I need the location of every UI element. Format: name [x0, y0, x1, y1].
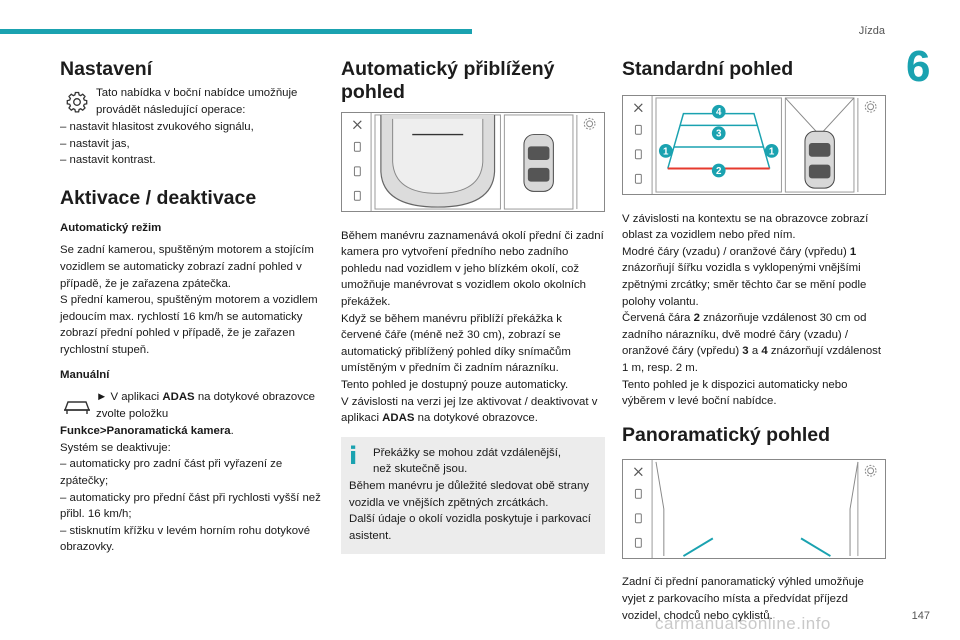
- standard-p3g: znázorňují vzdálenost 1 m, resp. 2 m.: [622, 345, 882, 374]
- close-icon: [634, 467, 643, 476]
- zoom-adas: ADAS: [382, 412, 415, 425]
- label-3: 3: [716, 129, 722, 140]
- info-text: Další údaje o okolí vozidla poskytuje i …: [349, 513, 591, 542]
- manual-adas: ADAS: [162, 391, 195, 404]
- zoom-body: Během manévru zaznamenává okolí přední č…: [341, 229, 604, 308]
- standard-p3d: 3: [742, 345, 749, 358]
- standard-p4: Tento pohled je k dispozici automaticky …: [622, 378, 848, 408]
- deactivation-item: – automaticky pro zadní část při vyřazen…: [60, 458, 283, 487]
- panoramic-text: Zadní či přední panoramatický výhled umo…: [622, 576, 864, 622]
- zoom-body: V závislosti na verzi jej lze aktivovat …: [341, 395, 598, 425]
- label-2: 2: [716, 166, 722, 177]
- standard-p2b: 1: [849, 245, 857, 258]
- zoom-body-end: na dotykové obrazovce.: [417, 412, 538, 425]
- zoom-view-screen: [341, 112, 605, 212]
- zoom-body: Tento pohled je dostupný pouze automatic…: [341, 378, 569, 391]
- auto-mode-heading: Automatický režim: [60, 221, 162, 234]
- car-top-view: [804, 130, 835, 189]
- label-1-left: 1: [663, 146, 669, 157]
- deactivation-intro: Systém se deaktivuje:: [60, 441, 171, 454]
- manual-post: na dotykové obrazovce zvolte položku: [96, 391, 315, 420]
- chapter-tab: [890, 38, 960, 94]
- auto-mode-text: Se zadní kamerou, spuštěným motorem a st…: [60, 244, 314, 290]
- standard-p3a: Červená čára: [622, 312, 691, 325]
- car-top-view: [523, 134, 554, 192]
- standard-p2c: znázorňují šířku vozidla s vyklopenými v…: [622, 262, 867, 308]
- header-accent-bar: [0, 29, 472, 34]
- manual-path-end: .: [230, 425, 234, 438]
- chapter-number: 6: [906, 42, 931, 91]
- settings-title: Nastavení: [60, 58, 153, 80]
- info-icon: i: [349, 441, 358, 470]
- label-1-right: 1: [769, 146, 775, 157]
- column-standard-view: Standardní pohled 4 3 1 1 2 V závislosti…: [622, 58, 886, 624]
- info-line1: Překážky se mohou zdát vzdálenější,: [373, 446, 562, 459]
- standard-view-title: Standardní pohled: [622, 58, 794, 80]
- settings-intro-line2: provádět následující operace:: [96, 103, 246, 116]
- column-zoom-view: Automatický přiblížený pohled Během mané…: [341, 58, 605, 555]
- standard-p3b: 2: [693, 312, 700, 325]
- watermark: carmanualsonline.info: [655, 614, 831, 633]
- manual-path: Funkce>Panoramatická kamera: [60, 425, 231, 438]
- deactivation-item: – stisknutím křížku v levém horním rohu …: [60, 524, 311, 554]
- column-settings: Nastavení Tato nabídka v boční nabídce u…: [60, 58, 322, 556]
- info-line2: než skutečně jsou.: [373, 463, 468, 476]
- settings-intro: Tato nabídka v boční nabídce umožňuje pr…: [60, 85, 322, 119]
- page-number: 147: [911, 610, 930, 622]
- manual-heading: Manuální: [60, 368, 110, 381]
- panoramic-title: Panoramatický pohled: [622, 423, 831, 446]
- close-icon: [353, 120, 362, 130]
- standard-p2a: Modré čáry (vzadu) / oranžové čáry (vpře…: [622, 245, 847, 258]
- activation-title: Aktivace / deaktivace: [60, 186, 257, 209]
- label-4: 4: [716, 107, 722, 118]
- settings-item: – nastavit jas,: [60, 137, 130, 150]
- standard-p3e: a: [751, 345, 759, 358]
- settings-item: – nastavit kontrast.: [60, 154, 156, 167]
- close-icon: [634, 103, 643, 113]
- car-icon: [60, 389, 94, 423]
- zoom-body: Když se během manévru přiblíží překážka …: [341, 312, 571, 375]
- settings-intro-line1: Tato nabídka v boční nabídce umožňuje: [96, 87, 298, 99]
- standard-p3f: 4: [761, 345, 768, 358]
- standard-p3c: znázorňuje vzdálenost 30 cm od zadního n…: [622, 312, 867, 358]
- settings-item: – nastavit hlasitost zvukového signálu,: [60, 121, 254, 133]
- info-text: Během manévru je důležité sledovat obě s…: [349, 479, 589, 509]
- standard-p1: V závislosti na kontextu se na obrazovce…: [622, 212, 869, 242]
- gear-icon: [60, 85, 94, 119]
- deactivation-item: – automaticky pro přední část při rychlo…: [60, 491, 321, 521]
- standard-view-screen: 4 3 1 1 2: [622, 95, 886, 195]
- zoom-view-title: Automatický přiblížený pohled: [341, 58, 555, 103]
- manual-pre: ► V aplikaci: [96, 391, 160, 404]
- info-box: i Překážky se mohou zdát vzdálenější, ne…: [341, 436, 605, 555]
- panoramic-screen: [622, 458, 886, 559]
- section-name: Jízda: [858, 25, 885, 37]
- auto-mode-text-front: S přední kamerou, spuštěným motorem a vo…: [60, 294, 318, 356]
- manual-instruction: ► V aplikaci ADAS na dotykové obrazovce …: [60, 389, 322, 423]
